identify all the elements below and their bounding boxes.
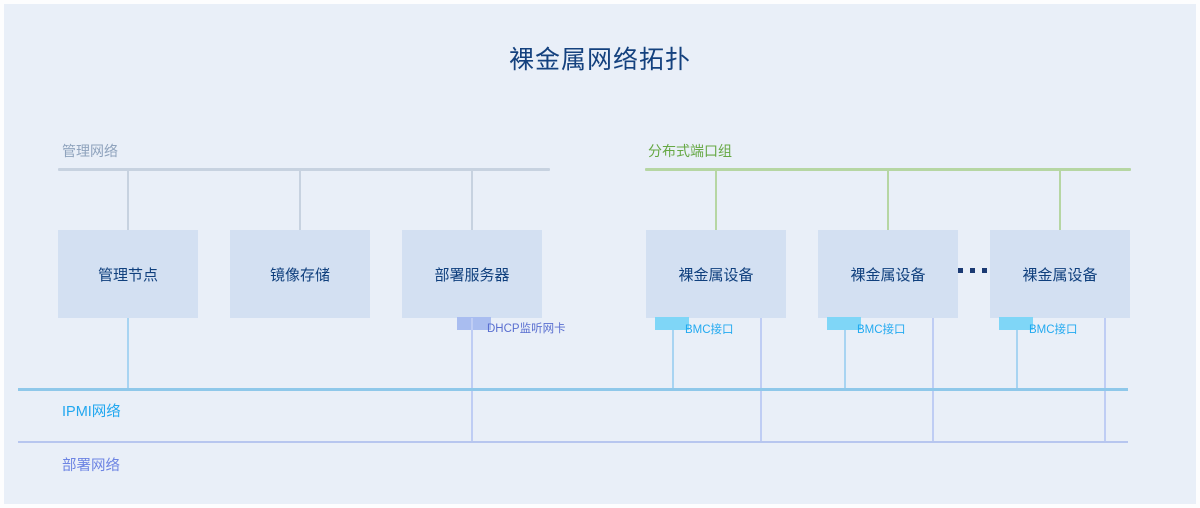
ellipsis-dot [982, 268, 987, 273]
link-management-node-to-ipmi [127, 318, 129, 390]
link-deployment-server-to-deployment-network [471, 318, 473, 443]
link-bmc-port-1-to-ipmi [672, 330, 674, 390]
link-bmc-port-2-to-ipmi [844, 330, 846, 390]
connector-bus-to-bare-metal-3 [1059, 170, 1061, 231]
deployment-network-label: 部署网络 [62, 458, 120, 474]
management-network-bus [58, 168, 550, 171]
connector-bus-to-management-node [127, 170, 129, 231]
ipmi-network-label: IPMI网络 [62, 404, 121, 420]
dhcp-nic-chip [457, 317, 491, 330]
connector-bus-to-bare-metal-1 [715, 170, 717, 231]
node-bare-metal-3[interactable]: 裸金属设备 [990, 230, 1130, 318]
deployment-network-bus [18, 441, 1128, 443]
link-bare-metal-1-to-deployment-network [760, 318, 762, 443]
node-deployment-server-label: 部署服务器 [434, 266, 510, 284]
distributed-port-group-label: 分布式端口组 [648, 143, 732, 159]
node-management-node[interactable]: 管理节点 [58, 230, 198, 318]
link-bare-metal-3-to-deployment-network [1104, 318, 1106, 443]
bmc-port-3-label: BMC接口 [1029, 324, 1078, 336]
node-bare-metal-1-label: 裸金属设备 [678, 266, 754, 284]
connector-bus-to-bare-metal-2 [887, 170, 889, 231]
node-bare-metal-1[interactable]: 裸金属设备 [646, 230, 786, 318]
bmc-port-3-chip [999, 317, 1033, 330]
bmc-port-2-chip [827, 317, 861, 330]
node-bare-metal-2-label: 裸金属设备 [850, 266, 926, 284]
node-bare-metal-2[interactable]: 裸金属设备 [818, 230, 958, 318]
bmc-port-1-chip [655, 317, 689, 330]
connector-bus-to-image-storage [299, 170, 301, 231]
node-image-storage-label: 镜像存储 [269, 266, 330, 284]
link-bare-metal-2-to-deployment-network [932, 318, 934, 443]
node-image-storage[interactable]: 镜像存储 [230, 230, 370, 318]
ellipsis-dot [970, 268, 975, 273]
ellipsis-indicator [958, 268, 987, 273]
node-bare-metal-3-label: 裸金属设备 [1022, 266, 1098, 284]
node-management-node-label: 管理节点 [97, 266, 158, 284]
ipmi-network-bus [18, 388, 1128, 391]
connector-bus-to-deployment-server [471, 170, 473, 231]
page-title: 裸金属网络拓扑 [508, 46, 691, 74]
node-deployment-server[interactable]: 部署服务器 [402, 230, 542, 318]
bmc-port-1-label: BMC接口 [685, 324, 734, 336]
dhcp-nic-label: DHCP监听网卡 [487, 323, 566, 335]
distributed-port-group-bus [645, 168, 1131, 171]
management-network-label: 管理网络 [62, 143, 118, 159]
bmc-port-2-label: BMC接口 [857, 324, 906, 336]
link-bmc-port-3-to-ipmi [1016, 330, 1018, 390]
ellipsis-dot [958, 268, 963, 273]
